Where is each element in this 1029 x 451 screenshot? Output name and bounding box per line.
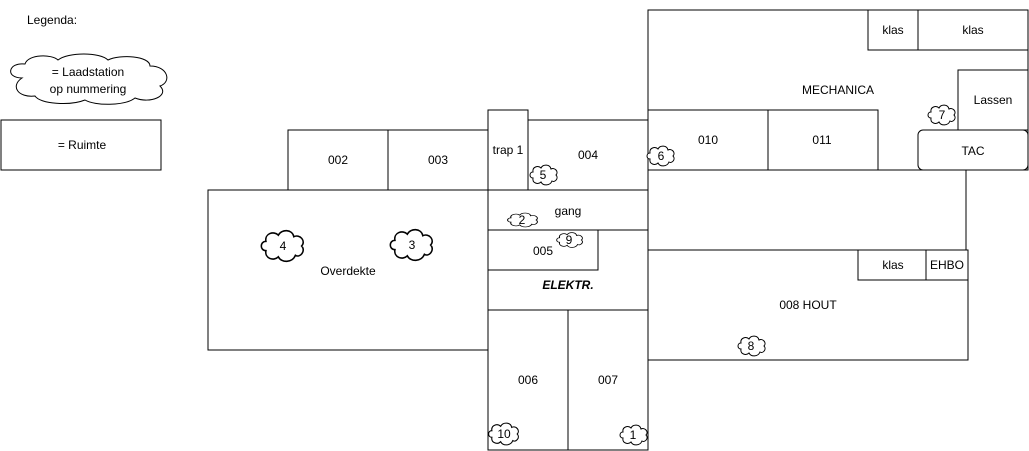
room-klas-top-2[interactable] (917, 9, 1029, 51)
room-klas-top-1[interactable] (867, 9, 919, 51)
legend-charger-text-2: op nummering (50, 82, 127, 96)
charger-label: 10 (497, 427, 511, 441)
charger-label: 7 (939, 108, 946, 122)
room-label: trap 1 (493, 143, 524, 157)
room-label: gang (555, 204, 582, 218)
room-label: 011 (812, 133, 831, 147)
charger-label: 4 (280, 239, 287, 253)
room-label: 008 HOUT (779, 298, 837, 312)
charger-label: 6 (658, 149, 665, 163)
room-label: 002 (328, 153, 348, 167)
legend-room-text: = Ruimte (58, 138, 107, 152)
room-label: MECHANICA (802, 83, 874, 97)
legend-charger-cloud (10, 53, 168, 105)
room-label: klas (962, 23, 983, 37)
room-tac[interactable] (917, 129, 1029, 171)
room-label: 010 (698, 133, 718, 147)
room-label: Lassen (974, 93, 1013, 107)
room-label: 004 (578, 148, 598, 162)
charger-label: 5 (540, 168, 547, 182)
legend-room-box (0, 119, 162, 171)
room-label: Overdekte (320, 264, 376, 278)
room-lassen[interactable] (957, 69, 1029, 131)
legend-charger-text-1: = Laadstation (52, 65, 124, 79)
room-label: 005 (533, 244, 553, 258)
charger-label: 3 (409, 238, 416, 252)
room-label: EHBO (930, 258, 964, 272)
room-label: 007 (598, 373, 618, 387)
room-overdekte[interactable] (207, 189, 489, 351)
room-003[interactable] (387, 129, 489, 191)
room-label: klas (882, 258, 903, 272)
room-klas-hout[interactable] (857, 249, 927, 281)
room-label: klas (882, 23, 903, 37)
charger-label: 2 (519, 213, 526, 227)
room-011[interactable] (767, 109, 879, 171)
legend: Legenda: = Laadstation op nummering = Ru… (0, 13, 168, 171)
room-label: 003 (428, 153, 448, 167)
room-label: 006 (518, 373, 538, 387)
charger-label: 1 (630, 428, 637, 442)
charger-label: 9 (566, 233, 573, 247)
room-ehbo[interactable] (925, 249, 969, 281)
charger-label: 8 (748, 339, 755, 353)
room-label: ELEKTR. (542, 278, 593, 292)
room-gang[interactable] (487, 189, 649, 231)
legend-title: Legenda: (27, 13, 77, 27)
room-label: TAC (961, 144, 984, 158)
